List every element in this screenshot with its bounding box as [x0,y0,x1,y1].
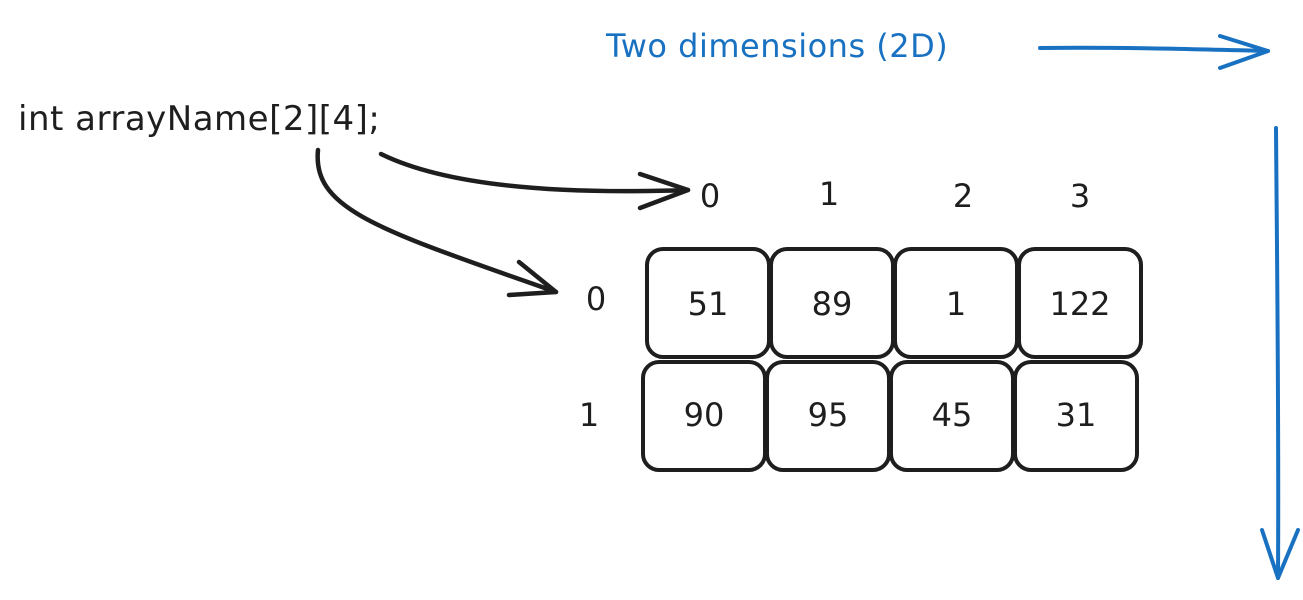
vertical-dimension-arrow [1260,126,1300,580]
array-cell-value: 51 [688,285,729,323]
column-size-arrow [378,151,691,211]
array-cell-value: 89 [812,285,853,323]
array-cell-value: 31 [1056,396,1097,434]
column-index-3: 3 [1070,177,1090,215]
array-declaration: int arrayName[2][4]; [18,99,380,139]
column-index-0: 0 [700,177,720,215]
array-cell-value: 122 [1049,285,1110,323]
column-index-2: 2 [953,177,973,215]
array-row-1: 90 95 45 31 [641,360,1139,472]
array-cell-box [1017,247,1143,359]
array-cell-value: 90 [684,396,725,434]
dimensions-title: Two dimensions (2D) [605,27,948,65]
array-cell-value: 45 [932,396,973,434]
row-index-0: 0 [586,280,606,318]
array-row-0: 51 89 1 122 [645,247,1143,359]
array-cell-box [1013,360,1139,472]
array-cell-value: 1 [946,285,966,323]
row-index-1: 1 [579,396,599,434]
row-size-arrow [315,147,559,298]
horizontal-dimension-arrow [1038,34,1270,70]
column-index-1: 1 [819,175,839,213]
array-cell-value: 95 [808,396,849,434]
